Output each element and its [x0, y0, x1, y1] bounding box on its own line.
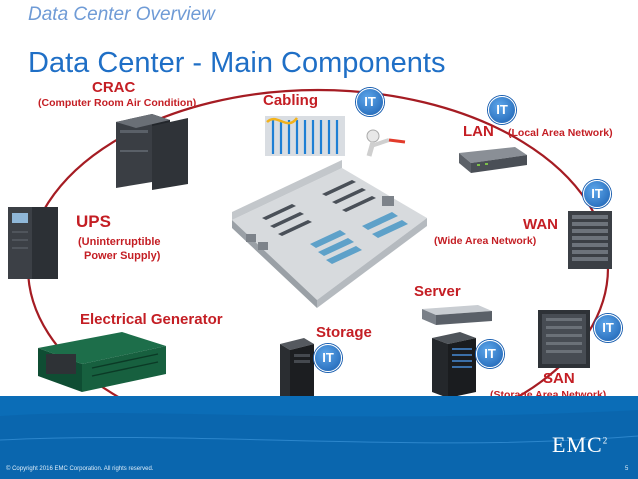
it-badge-lan: IT	[488, 96, 516, 124]
crac-detail: (Computer Room Air Condition)	[38, 97, 197, 109]
it-badge-server: IT	[476, 340, 504, 368]
electrical-generator-label: Electrical Generator	[80, 311, 223, 328]
page-subtitle: Data Center Overview	[28, 4, 215, 25]
san-label: SAN	[543, 370, 575, 387]
crac-unit-icon	[116, 114, 188, 190]
storage-tower-icon	[280, 338, 314, 404]
cable-bundle-icon	[265, 116, 406, 157]
san-array-icon	[538, 310, 590, 368]
it-badge-san: IT	[594, 314, 622, 342]
it-badge-cabling: IT	[356, 88, 384, 116]
page-number: 5	[625, 466, 629, 472]
crac-label: CRAC	[92, 79, 136, 96]
server-label: Server	[414, 283, 461, 300]
server-rack-icon	[432, 332, 476, 398]
storage-label: Storage	[316, 324, 372, 341]
it-badge-wan: IT	[583, 180, 611, 208]
ups-cabinet-icon	[8, 207, 58, 279]
wan-router-icon	[568, 211, 612, 269]
lan-label: LAN	[463, 123, 494, 140]
cabling-label: Cabling	[263, 92, 318, 109]
lan-detail: (Local Area Network)	[508, 127, 613, 139]
ups-detail-line1: (Uninterruptible	[78, 236, 161, 248]
rack-server-icon	[422, 305, 492, 325]
wan-label: WAN	[523, 216, 558, 233]
footer-bar	[0, 396, 638, 479]
datacenter-floor-icon	[232, 160, 427, 308]
copyright-text: © Copyright 2016 EMC Corporation. All ri…	[6, 466, 154, 472]
wan-detail: (Wide Area Network)	[434, 235, 537, 247]
emc-logo: EMC2	[552, 432, 609, 457]
it-badge-storage: IT	[314, 344, 342, 372]
network-switch-icon	[459, 147, 527, 173]
page-title: Data Center - Main Components	[28, 47, 446, 79]
ups-detail-line2: Power Supply)	[84, 250, 161, 262]
ups-label: UPS	[76, 212, 111, 231]
generator-icon	[38, 332, 166, 392]
